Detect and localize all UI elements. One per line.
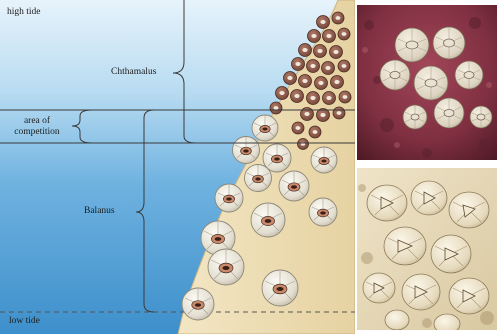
chthamalus-label: Chthamalus [111,67,156,78]
balanus-label: Balanus [84,206,115,217]
low-tide-label: low tide [9,316,40,327]
high-tide-label: high tide [7,7,41,18]
intertidal-zonation-diagram: high tide Chthamalus area of competition… [0,0,355,334]
area-of-competition-label: area of competition [6,116,68,138]
zonation-illustration [0,0,355,334]
chthamalus-photo [357,5,497,160]
balanus-photo [357,168,497,330]
